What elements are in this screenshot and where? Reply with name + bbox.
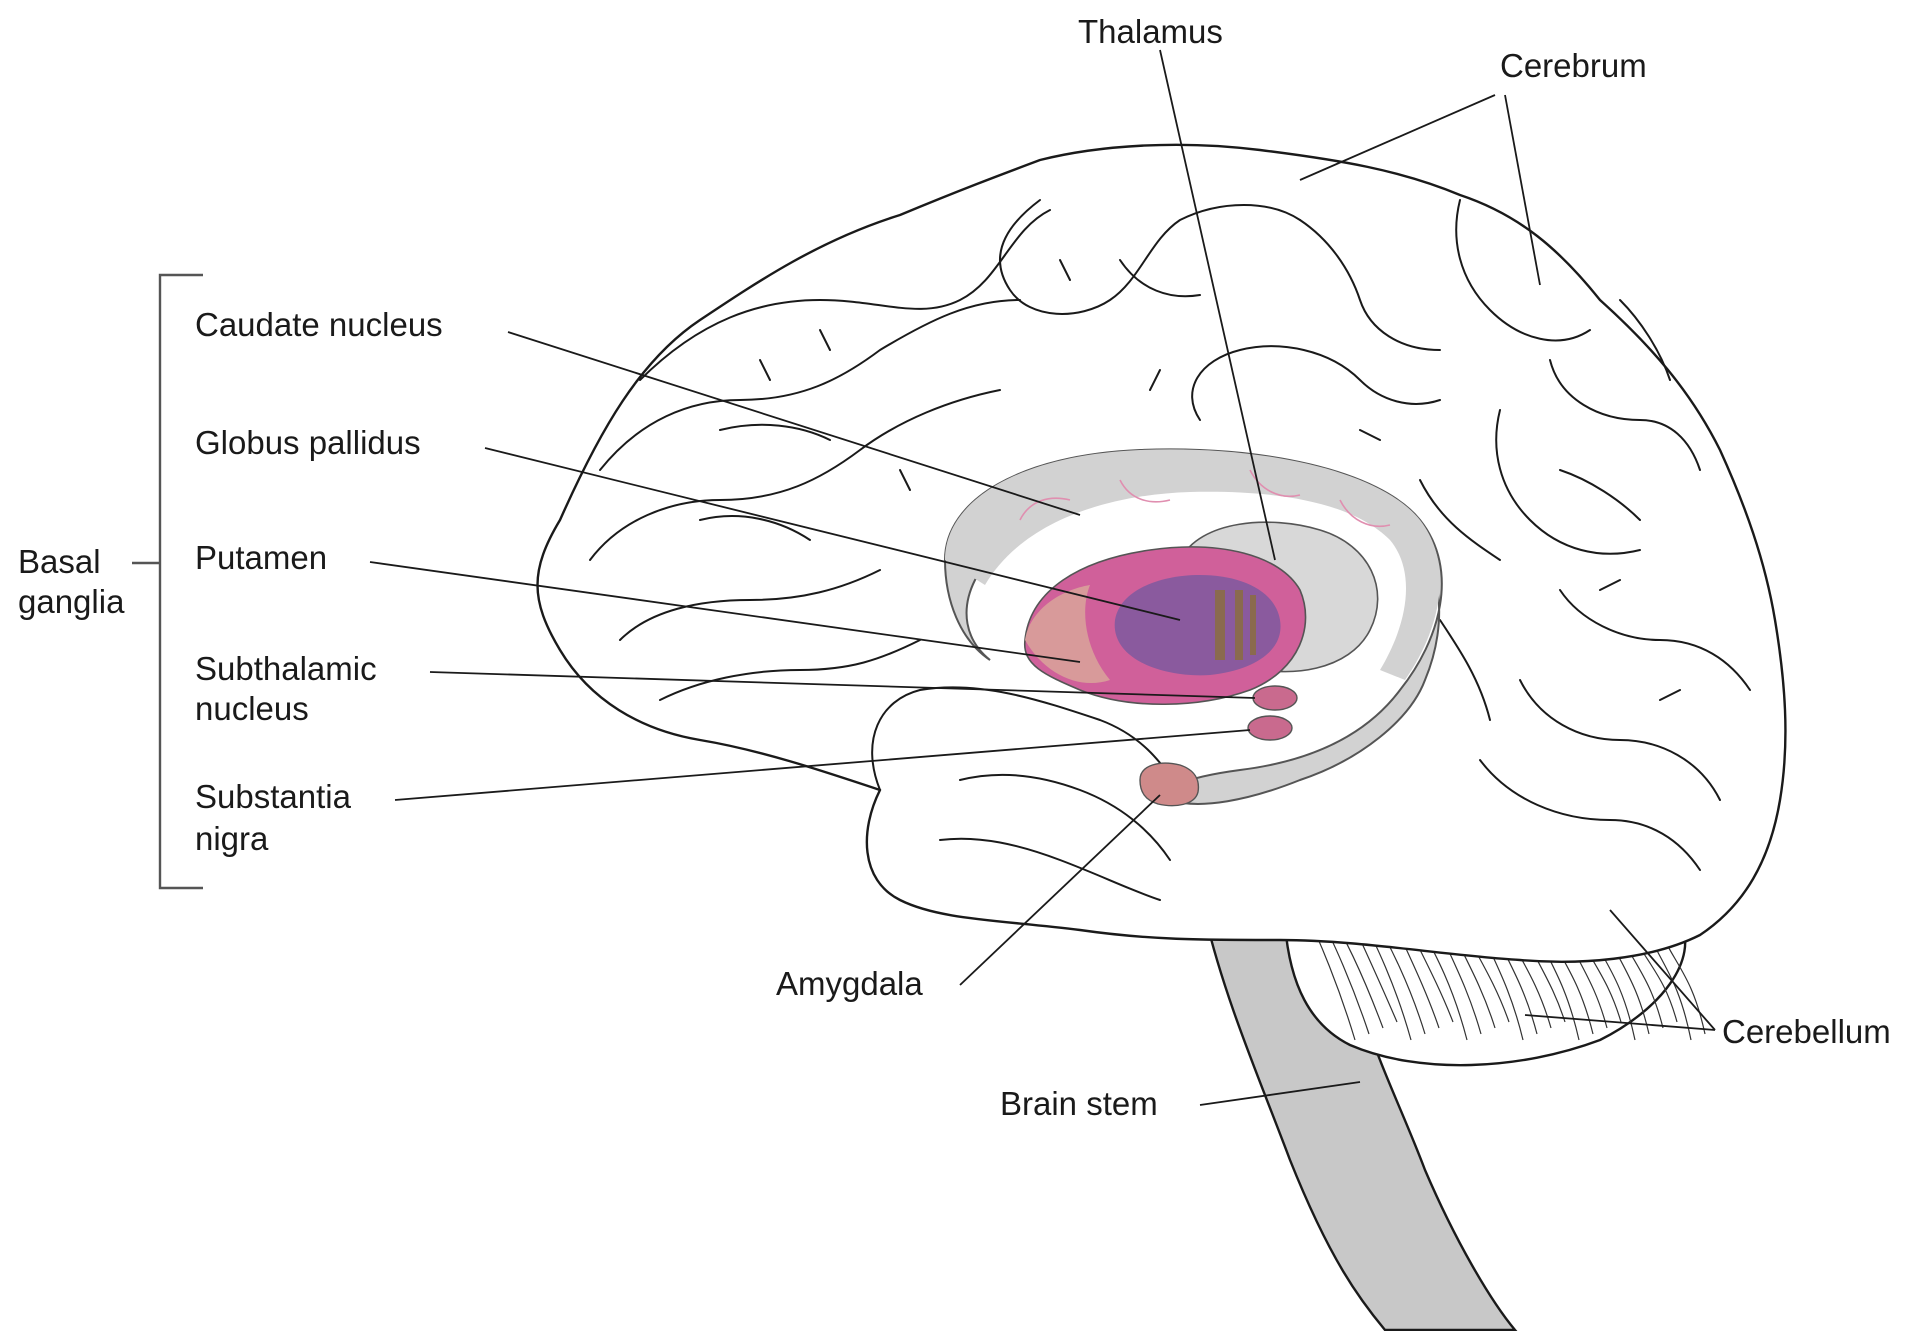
label-subthalamic-line1: Subthalamic xyxy=(195,650,377,687)
caudate-leader xyxy=(507,331,1081,516)
brain-stem xyxy=(1203,913,1518,1331)
cerebellum-leader-2 xyxy=(1524,1014,1716,1031)
subthalamic-nucleus xyxy=(1252,685,1298,711)
cerebellum-leader-1 xyxy=(1609,909,1716,1031)
temporal-lobe-outline xyxy=(871,686,1181,791)
label-cerebellum: Cerebellum xyxy=(1722,1013,1891,1050)
amygdala xyxy=(1139,762,1200,807)
globus-pallidus-bands xyxy=(1215,590,1256,660)
label-basal-line1: Basal xyxy=(18,543,101,580)
label-caudate-nucleus: Caudate nucleus xyxy=(195,306,443,343)
caudate-body xyxy=(945,449,1440,680)
brain-stem-leader xyxy=(1199,1081,1361,1106)
thalamus-leader xyxy=(1159,49,1276,561)
label-amygdala: Amygdala xyxy=(776,965,923,1002)
amygdala-leader xyxy=(959,794,1161,986)
leader-lines xyxy=(369,49,1716,1106)
label-subthalamic-line2: nucleus xyxy=(195,690,309,727)
label-basal-line2: ganglia xyxy=(18,583,125,620)
globus-pallidus-leader xyxy=(484,447,1181,621)
cerebrum-leader-2 xyxy=(1504,94,1541,286)
putamen-outer-layer xyxy=(1025,585,1110,684)
label-substantia-line1: Substantia xyxy=(195,778,352,815)
brain-gyri xyxy=(589,199,1751,901)
label-cerebrum: Cerebrum xyxy=(1500,47,1647,84)
label-brain-stem: Brain stem xyxy=(1000,1085,1158,1122)
cerebrum-leader-1 xyxy=(1299,94,1496,181)
substantia-nigra xyxy=(1247,715,1293,741)
substantia-nigra-leader xyxy=(394,729,1251,801)
basal-ganglia-bracket xyxy=(132,273,203,890)
subthalamic-leader xyxy=(429,671,1256,699)
putamen-leader xyxy=(369,561,1081,663)
label-substantia-line2: nigra xyxy=(195,820,269,857)
label-putamen: Putamen xyxy=(195,539,327,576)
label-globus-pallidus: Globus pallidus xyxy=(195,424,421,461)
label-thalamus: Thalamus xyxy=(1078,13,1223,50)
